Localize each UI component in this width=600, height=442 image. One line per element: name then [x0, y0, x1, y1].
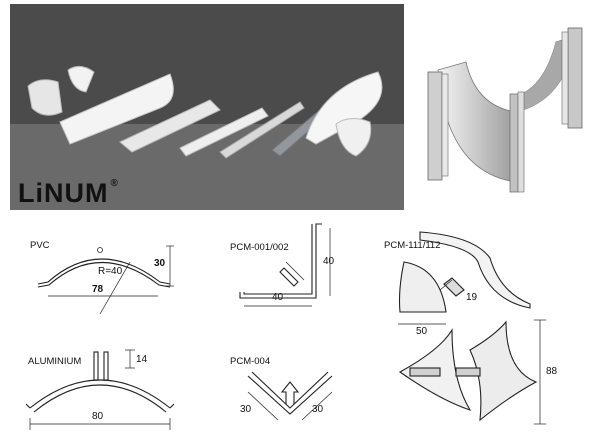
product-photo [10, 4, 404, 210]
pcm-001-002-drawing [239, 223, 331, 307]
pcm-111-112-height-label: 88 [546, 366, 558, 377]
aluminium-profile-drawing [25, 349, 175, 430]
aluminium-height-label: 14 [136, 354, 148, 365]
pcm-004-right-leg-label: 30 [312, 404, 324, 415]
pcm-004-title: PCM-004 [230, 356, 271, 367]
brand-logo-text: LiNUM [18, 178, 109, 208]
aluminium-title: ALUMINIUM [28, 356, 82, 367]
pvc-height-label: 30 [154, 258, 166, 269]
pcm-004-drawing [247, 371, 333, 421]
aluminium-corner-render [427, 27, 583, 193]
pcm-001-002-width-label: 40 [272, 292, 284, 303]
pcm-004-left-leg-label: 30 [240, 404, 252, 415]
registered-mark: ® [110, 178, 119, 189]
pcm-001-002-height-label: 40 [323, 256, 335, 267]
pvc-profile-drawing [37, 245, 174, 315]
pvc-width-label: 78 [92, 284, 104, 295]
brand-logo: LiNUM® [18, 178, 119, 209]
pvc-title: PVC [30, 240, 50, 251]
pcm-111-112-drawing [398, 231, 546, 425]
pcm-001-002-title: PCM-001/002 [230, 242, 289, 253]
pcm-111-112-depth-label: 19 [466, 292, 478, 303]
product-photo-drawing [10, 4, 404, 210]
pcm-111-112-title: PCM-111/112 [384, 240, 441, 251]
pcm-111-112-width-label: 50 [416, 326, 428, 337]
aluminium-width-label: 80 [92, 411, 104, 422]
pvc-radius-label: R=40 [98, 266, 123, 277]
